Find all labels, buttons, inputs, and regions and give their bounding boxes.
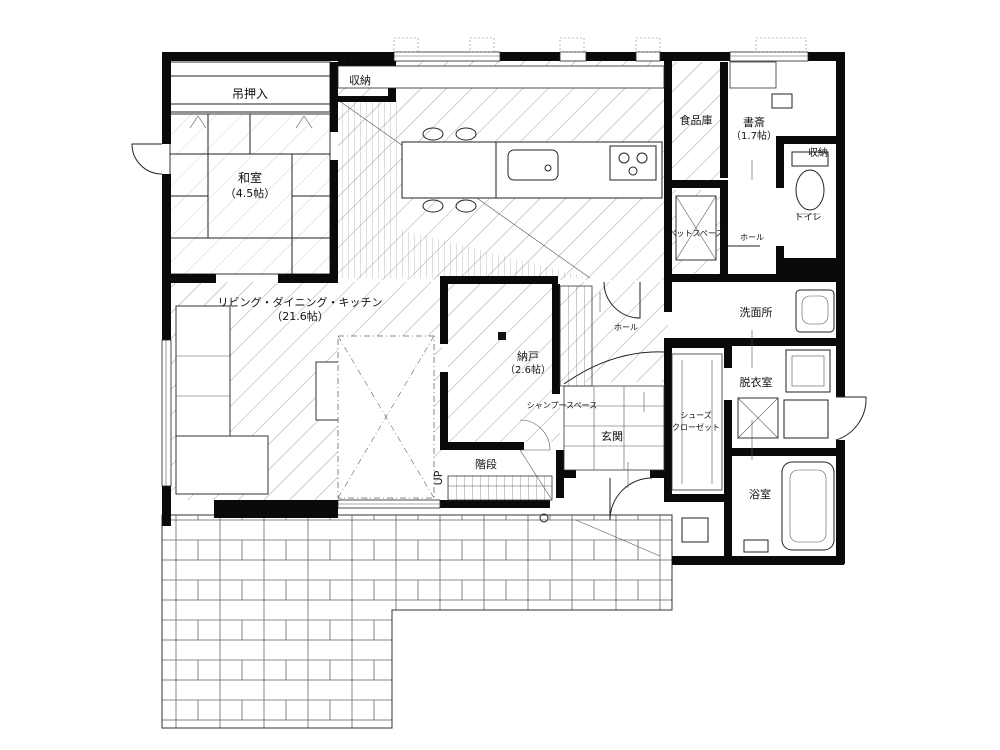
label-washitsu-size: （4.5帖） (225, 187, 276, 200)
label-shoes-closet-1: シューズ (680, 410, 712, 420)
label-shosai-size: （1.7帖） (731, 129, 777, 142)
label-senmenjo: 洗面所 (740, 306, 773, 319)
label-hall-upper: ホール (740, 233, 764, 242)
windows (161, 37, 809, 509)
label-shokuhinko: 食品庫 (680, 113, 713, 127)
walls (162, 52, 845, 565)
label-up: UP (432, 470, 445, 485)
label-yokushitsu: 浴室 (749, 487, 771, 501)
label-tsuri-oshiire: 吊押入 (232, 87, 268, 101)
label-ldk: リビング・ダイニング・キッチン (218, 295, 383, 309)
direction-arrows (599, 160, 820, 488)
label-ps: PS (343, 57, 354, 67)
label-ldk-size: （21.6帖） (271, 310, 329, 323)
label-shuno-1: 収納 (349, 74, 371, 87)
label-shoes-closet-2: クローゼット (672, 422, 720, 432)
furniture (175, 61, 835, 557)
label-washitsu: 和室 (238, 170, 262, 185)
hanging-closet (169, 61, 331, 129)
label-shampoo-space: シャンプースペース (527, 401, 597, 410)
label-genkan: 玄関 (601, 429, 623, 443)
label-nando: 納戸 (517, 350, 539, 363)
label-nando-size: （2.6帖） (505, 363, 551, 376)
label-pet-space: ペットスペース (668, 229, 723, 238)
label-hall-middle: ホール (614, 323, 638, 332)
stairs (447, 285, 593, 501)
terrace-deck (161, 514, 673, 729)
label-shuno-2: 収納 (808, 146, 828, 159)
room-labels: 吊押入 収納 PS 和室 （4.5帖） リビング・ダイニング・キッチン （21.… (218, 57, 829, 501)
label-datsuishitsu: 脱衣室 (740, 375, 773, 389)
doors (131, 143, 867, 521)
label-kaidan: 階段 (475, 457, 497, 471)
label-shosai: 書斎 (743, 115, 765, 129)
label-toilet: トイレ (794, 213, 821, 223)
